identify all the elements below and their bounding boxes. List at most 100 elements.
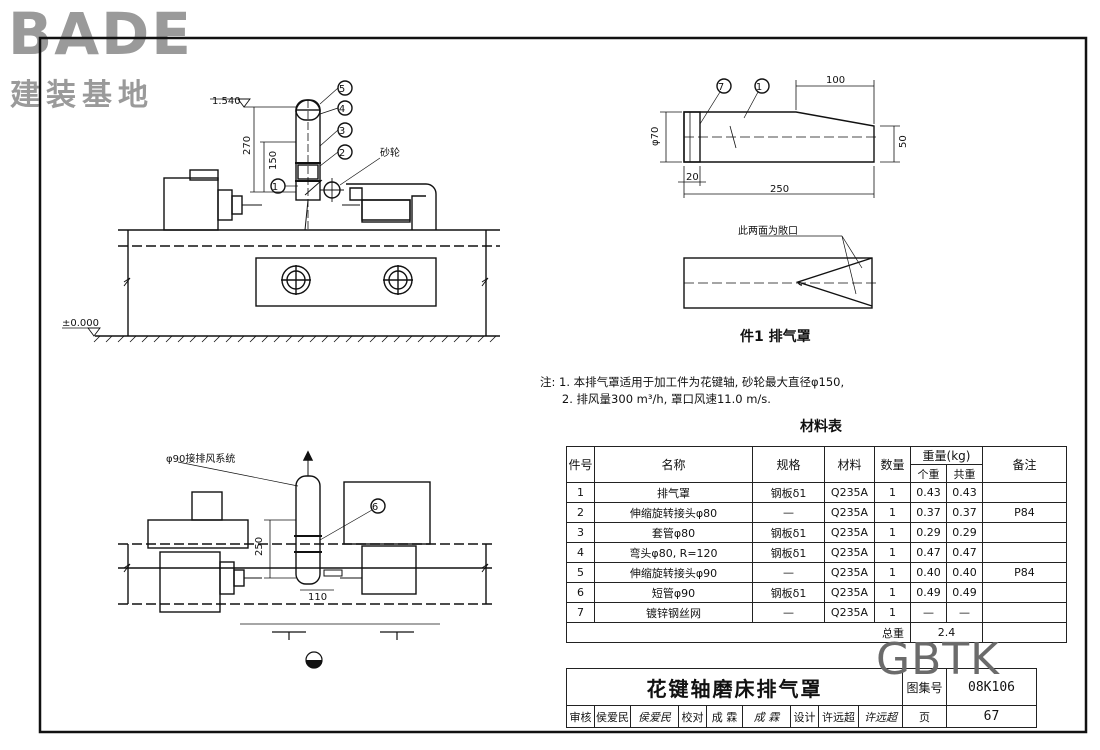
header-no: 件号 xyxy=(566,446,595,483)
reviewer-signature: 侯爱民 xyxy=(630,705,679,728)
cell-material: Q235A xyxy=(824,542,875,563)
table-row: 3 套管φ80 钢板δ1 Q235A 1 0.29 0.29 xyxy=(566,522,1067,543)
cell-no: 3 xyxy=(566,522,595,543)
cell-name: 弯头φ80, R=120 xyxy=(594,542,753,563)
title-block: 花键轴磨床排气罩 图集号 08K106 审核 侯爱民 侯爱民 校对 成 霖 成 … xyxy=(566,668,1037,728)
cell-remark xyxy=(982,542,1067,563)
cell-name: 伸缩旋转接头φ90 xyxy=(594,562,753,583)
dim-100-label: 100 xyxy=(826,75,845,86)
total-label: 总重 xyxy=(566,622,911,643)
cell-material: Q235A xyxy=(824,482,875,503)
table-row: 4 弯头φ80, R=120 钢板δ1 Q235A 1 0.47 0.47 xyxy=(566,542,1067,563)
design-label: 设计 xyxy=(790,705,819,728)
cell-qty: 1 xyxy=(874,522,911,543)
cell-material: Q235A xyxy=(824,502,875,523)
callout-2: 2 xyxy=(339,148,345,159)
header-name: 名称 xyxy=(594,446,753,483)
callout-3: 3 xyxy=(339,126,345,137)
cell-spec: — xyxy=(752,502,825,523)
callout-1-detail: 1 xyxy=(756,82,762,93)
cell-remark xyxy=(982,522,1067,543)
elevation-view xyxy=(62,80,500,343)
atlas-no: 08K106 xyxy=(946,668,1037,706)
dim-50-label: 50 xyxy=(898,135,909,148)
plan-view xyxy=(118,450,492,640)
header-qty: 数量 xyxy=(874,446,911,483)
material-table-title: 材料表 xyxy=(800,419,842,435)
dim-250-part-label: 250 xyxy=(770,184,789,195)
table-row: 6 短管φ90 钢板δ1 Q235A 1 0.49 0.49 xyxy=(566,582,1067,603)
total-row: 总重 2.4 xyxy=(566,622,1067,643)
elevation-zero-label: ±0.000 xyxy=(62,318,99,329)
north-marker-ring xyxy=(305,651,323,669)
cell-material: Q235A xyxy=(824,562,875,583)
bade-logo: BADE 建装基地 xyxy=(8,0,208,113)
part1-labels: 100 φ70 50 20 250 此两面为敞口 7 1 xyxy=(650,75,909,237)
cell-name: 镀锌钢丝网 xyxy=(594,602,753,623)
dim-phi70-label: φ70 xyxy=(650,127,661,146)
check-label: 校对 xyxy=(678,705,707,728)
drawing-title: 花键轴磨床排气罩 xyxy=(566,668,903,706)
designer-signature: 许远超 xyxy=(858,705,903,728)
elevation-top-label: 1.540 xyxy=(212,96,241,107)
cell-name: 排气罩 xyxy=(594,482,753,503)
callout-7: 7 xyxy=(718,82,724,93)
designer-name: 许远超 xyxy=(818,705,859,728)
watermark-text: GBTK xyxy=(876,634,1001,685)
page-label: 页 xyxy=(902,705,947,728)
material-table: 件号 名称 规格 材料 数量 重量(kg) 备注 个重 共重 1 排气罩 钢板δ… xyxy=(566,446,1067,643)
logo-brand: BADE xyxy=(8,0,193,68)
table-row: 7 镀锌钢丝网 — Q235A 1 — — xyxy=(566,602,1067,623)
header-unit-weight: 个重 xyxy=(910,464,947,483)
cell-no: 2 xyxy=(566,502,595,523)
cell-unit: 0.43 xyxy=(910,482,947,503)
checker-signature: 成 霖 xyxy=(742,705,791,728)
page-number: 67 xyxy=(946,705,1037,728)
open-note-label: 此两面为敞口 xyxy=(738,224,798,237)
total-remark xyxy=(982,622,1067,643)
cell-unit: 0.29 xyxy=(910,522,947,543)
cell-remark: P84 xyxy=(982,502,1067,523)
cell-no: 4 xyxy=(566,542,595,563)
reviewer-name: 侯爱民 xyxy=(594,705,631,728)
notes-text: 注: 1. 本排气罩适用于加工件为花键轴, 砂轮最大直径φ150, 2. 排风量… xyxy=(540,375,845,406)
cell-spec: 钢板δ1 xyxy=(752,482,825,503)
header-total-weight: 共重 xyxy=(946,464,983,483)
header-weight: 重量(kg) xyxy=(910,446,983,465)
cell-no: 7 xyxy=(566,602,595,623)
part1-title: 件1 排气罩 xyxy=(740,329,811,345)
cell-remark: P84 xyxy=(982,562,1067,583)
cell-unit: 0.40 xyxy=(910,562,947,583)
cell-unit: 0.47 xyxy=(910,542,947,563)
header-material: 材料 xyxy=(824,446,875,483)
cell-total: 0.47 xyxy=(946,542,983,563)
cell-remark xyxy=(982,582,1067,603)
cell-spec: 钢板δ1 xyxy=(752,542,825,563)
callout-1: 1 xyxy=(272,182,278,193)
cell-qty: 1 xyxy=(874,602,911,623)
cell-spec: — xyxy=(752,602,825,623)
cell-qty: 1 xyxy=(874,542,911,563)
cell-remark xyxy=(982,602,1067,623)
cell-unit: 0.37 xyxy=(910,502,947,523)
part1-detail xyxy=(660,78,900,309)
dim-20-label: 20 xyxy=(686,172,699,183)
cell-qty: 1 xyxy=(874,582,911,603)
cell-total: — xyxy=(946,602,983,623)
review-label: 审核 xyxy=(566,705,595,728)
cell-unit: 0.49 xyxy=(910,582,947,603)
atlas-label: 图集号 xyxy=(902,668,947,706)
cell-unit: — xyxy=(910,602,947,623)
phi90-system-label: φ90接排风系统 xyxy=(166,452,235,465)
cell-qty: 1 xyxy=(874,482,911,503)
total-value: 2.4 xyxy=(910,622,983,643)
cell-material: Q235A xyxy=(824,582,875,603)
table-row: 1 排气罩 钢板δ1 Q235A 1 0.43 0.43 xyxy=(566,482,1067,503)
cell-name: 短管φ90 xyxy=(594,582,753,603)
dim-110-label: 110 xyxy=(308,592,327,603)
dim-150-label: 150 xyxy=(268,151,279,170)
dim-270-label: 270 xyxy=(242,136,253,155)
cell-spec: 钢板δ1 xyxy=(752,522,825,543)
cell-total: 0.37 xyxy=(946,502,983,523)
